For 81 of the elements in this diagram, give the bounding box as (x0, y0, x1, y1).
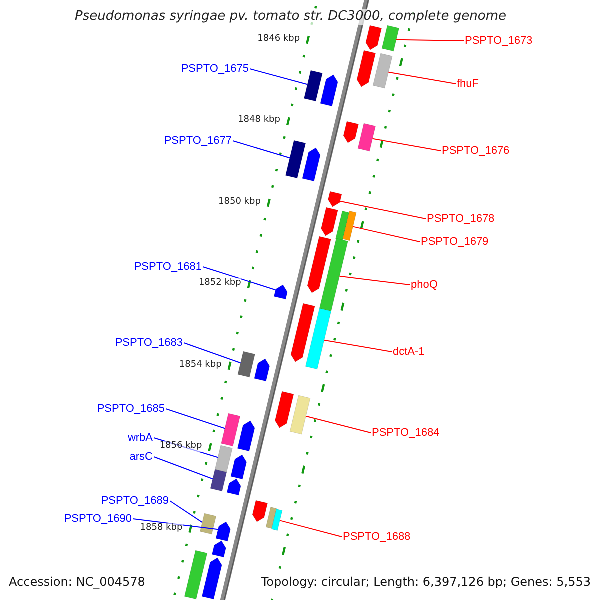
gene-label: PSPTO_1678 (427, 211, 495, 227)
gene-label: PSPTO_1676 (442, 143, 510, 159)
gene-label: PSPTO_1690 (64, 511, 132, 527)
gene-bar (319, 238, 348, 312)
gene-bar (216, 522, 231, 542)
leader-line (170, 500, 203, 524)
gene-bar (214, 445, 233, 473)
gene-bar (252, 500, 268, 522)
gene-bar (238, 351, 256, 378)
leader-line (324, 340, 392, 352)
gene-label: PSPTO_1689 (101, 493, 169, 509)
scale-label: 1852 kbp (198, 278, 242, 290)
accession-note: Accession: NC_004578 (9, 574, 146, 590)
gene-bar (290, 303, 316, 362)
gene-label: PSPTO_1673 (465, 33, 533, 49)
leader-line (372, 138, 442, 152)
gene-label: PSPTO_1688 (343, 529, 411, 545)
gene-bar (221, 413, 241, 447)
scale-label: 1858 kbp (140, 522, 183, 534)
gene-bar (274, 284, 288, 300)
gene-bar (302, 148, 321, 182)
gene-bar (342, 210, 357, 242)
gene-bar (328, 191, 342, 208)
gene-bar (336, 210, 350, 242)
scale-label: 1854 kbp (179, 360, 222, 371)
leader-line (184, 342, 242, 364)
leader-line (340, 200, 426, 220)
leader-line (352, 226, 420, 242)
leader-line (232, 140, 290, 159)
leader-line (396, 39, 464, 42)
gene-bar (200, 513, 217, 535)
leader-line (388, 72, 456, 84)
gene-bar (356, 50, 376, 88)
gene-label: PSPTO_1677 (164, 133, 232, 149)
leader-line (202, 266, 276, 291)
scale-label: 1856 kbp (160, 441, 202, 452)
leader-line (339, 276, 410, 286)
scale-label: 1850 kbp (218, 196, 261, 208)
gene-label: wrbA (128, 430, 153, 446)
gene-label: PSPTO_1685 (97, 401, 165, 417)
gene-label: PSPTO_1683 (115, 335, 183, 351)
gene-bar (305, 308, 332, 370)
gene-bar (372, 53, 393, 89)
gene-bar (210, 469, 228, 492)
gene-bar (237, 420, 256, 452)
gene-bar (320, 74, 338, 107)
genome-summary-note: Topology: circular; Length: 6,397,126 bp; Genes: 5,553 (261, 574, 591, 590)
gene-label: dctA-1 (393, 344, 425, 360)
leader-line (306, 416, 372, 434)
gene-label: phoQ (411, 277, 438, 293)
scale-label: 1848 kbp (238, 115, 280, 126)
leader-line (166, 408, 226, 430)
gene-bar (254, 358, 270, 382)
gene-bar (358, 123, 376, 152)
gene-bar (226, 478, 242, 496)
gene-bar (230, 454, 248, 480)
gene-bar (286, 140, 306, 179)
leader-line (154, 438, 219, 458)
gene-label: PSPTO_1681 (134, 259, 202, 275)
gene-label: PSPTO_1675 (181, 61, 249, 77)
scale-label: 1846 kbp (258, 34, 300, 45)
gene-bar (212, 540, 226, 558)
gene-bar (275, 391, 294, 428)
gene-label: PSPTO_1679 (421, 234, 489, 250)
gene-label: fhuF (457, 76, 480, 92)
gene-bar (272, 509, 283, 531)
leader-line (154, 456, 214, 480)
leader-line (280, 520, 342, 538)
leader-line (250, 68, 308, 86)
gene-bar (266, 507, 277, 529)
gene-bar (304, 70, 323, 102)
gene-label: arsC (130, 449, 153, 465)
gene-bar (290, 395, 311, 435)
gene-label: PSPTO_1684 (372, 425, 440, 441)
gene-bar (382, 25, 400, 52)
leader-line (132, 518, 219, 530)
gene-bar (307, 236, 332, 294)
gene-bar (184, 550, 208, 600)
gene-bar (343, 121, 359, 144)
gene-bar (366, 25, 382, 50)
map-title: Pseudomonas syringae pv. tomato str. DC3000, complete genome (74, 9, 508, 25)
